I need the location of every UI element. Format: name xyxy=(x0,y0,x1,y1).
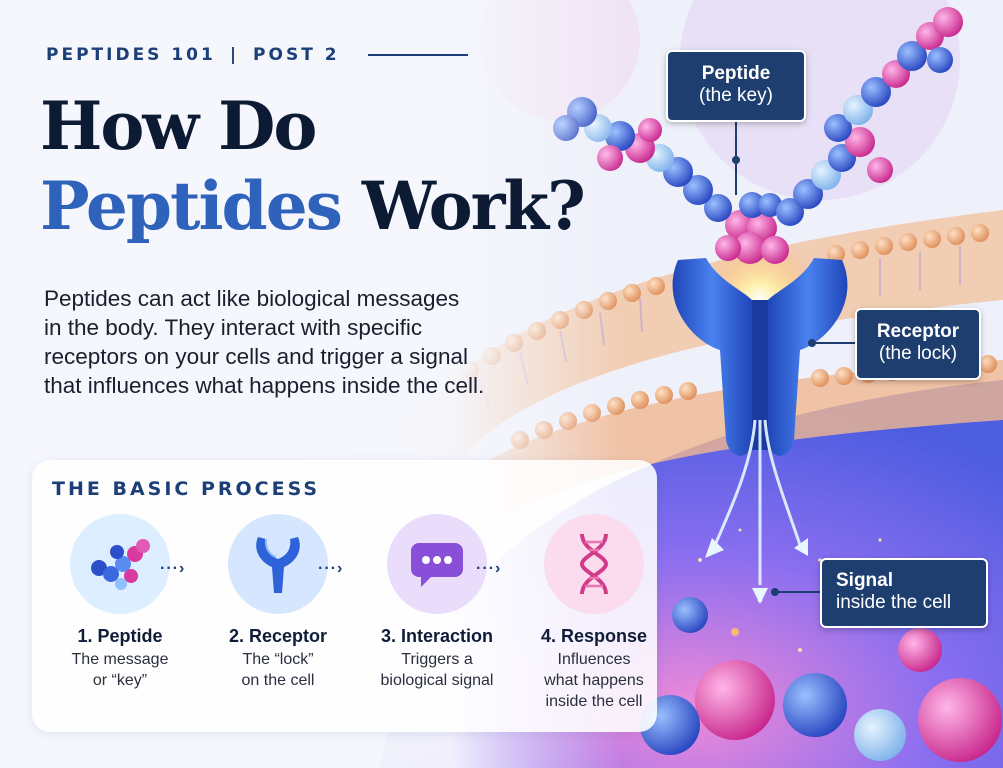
step-description: Influences what happens inside the cell xyxy=(514,649,674,712)
receptor-icon xyxy=(228,514,328,614)
intro-line: in the body. They interact with specific xyxy=(44,315,423,340)
chat-bubble-icon xyxy=(387,514,487,614)
series-eyebrow: PEPTIDES 101 | POST 2 xyxy=(46,45,468,65)
callout-subtitle: (the lock) xyxy=(878,343,958,364)
intro-line: that influences what happens inside the … xyxy=(44,373,485,398)
step-desc-line: The message xyxy=(71,651,169,668)
process-step-interaction: 3. Interaction Triggers a biological sig… xyxy=(357,514,517,691)
step-arrow-icon: ···› xyxy=(318,560,344,577)
step-label: 2. Receptor xyxy=(228,626,328,646)
process-title: THE BASIC PROCESS xyxy=(52,478,321,500)
callout-subtitle: inside the cell xyxy=(836,592,952,613)
step-description: The “lock” on the cell xyxy=(198,649,358,691)
series-label: PEPTIDES 101 xyxy=(46,45,216,65)
step-desc-line: what happens xyxy=(544,672,644,689)
process-step-peptide: 1. Peptide The message or “key” xyxy=(40,514,200,691)
title-line-2-rest: Work? xyxy=(361,167,586,245)
title-highlight: Peptides xyxy=(40,167,343,245)
peptide-molecule-icon xyxy=(70,514,170,614)
receptor-callout: Receptor (the lock) xyxy=(855,308,981,380)
step-label: 3. Interaction xyxy=(380,626,494,646)
step-arrow-icon: ···› xyxy=(476,560,502,577)
step-desc-line: The “lock” xyxy=(242,651,314,668)
step-arrow-icon: ···› xyxy=(160,560,186,577)
intro-line: Peptides can act like biological message… xyxy=(44,286,460,311)
callout-subtitle: (the key) xyxy=(699,85,773,106)
step-desc-line: Influences xyxy=(557,651,631,668)
intro-paragraph: Peptides can act like biological message… xyxy=(44,284,564,400)
callout-title: Peptide xyxy=(701,63,771,84)
process-step-response: 4. Response Influences what happens insi… xyxy=(514,514,674,712)
step-label: 4. Response xyxy=(540,626,648,646)
title-line-1: How Do xyxy=(40,87,317,165)
step-label: 1. Peptide xyxy=(77,626,163,646)
callout-title: Receptor xyxy=(876,321,960,342)
eyebrow-rule xyxy=(367,54,468,56)
post-label: POST 2 xyxy=(253,45,340,65)
dna-icon xyxy=(544,514,644,614)
step-desc-line: on the cell xyxy=(241,672,315,689)
basic-process-panel: THE BASIC PROCESS 1. Peptide The message… xyxy=(32,460,657,732)
page-title: How Do Peptides Work? xyxy=(40,86,586,246)
step-description: Triggers a biological signal xyxy=(357,649,517,691)
series-separator: | xyxy=(229,45,240,65)
signal-callout: Signal inside the cell xyxy=(820,558,988,628)
step-desc-line: biological signal xyxy=(380,672,494,689)
callout-title: Signal xyxy=(836,570,894,591)
step-desc-line: Triggers a xyxy=(401,651,473,668)
intro-line: receptors on your cells and trigger a si… xyxy=(44,344,468,369)
step-desc-line: or “key” xyxy=(92,672,148,689)
process-step-receptor: 2. Receptor The “lock” on the cell xyxy=(198,514,358,691)
step-desc-line: inside the cell xyxy=(545,693,643,710)
peptide-callout: Peptide (the key) xyxy=(666,50,806,122)
step-description: The message or “key” xyxy=(40,649,200,691)
